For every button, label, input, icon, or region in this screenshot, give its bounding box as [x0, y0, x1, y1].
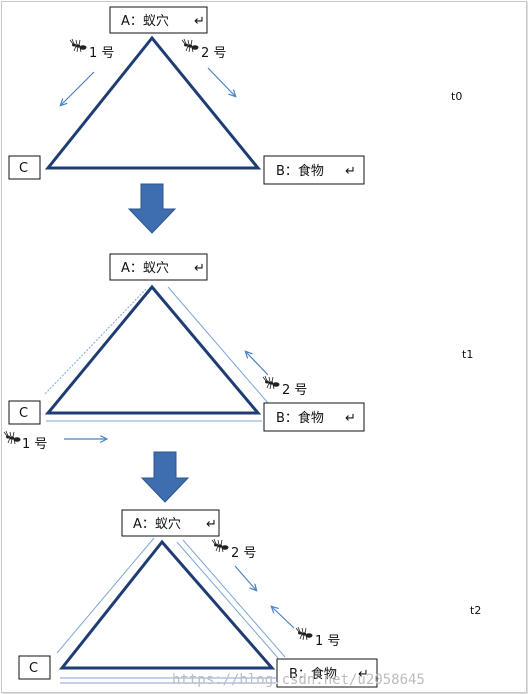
svg-text:↵: ↵: [358, 667, 369, 682]
svg-text:↵: ↵: [206, 517, 217, 532]
svg-text:↵: ↵: [194, 261, 205, 276]
route-triangle: [58, 539, 276, 670]
time-label: t0: [451, 90, 462, 103]
node-a-label: A：蚁穴: [121, 14, 169, 29]
ant-2-label: 2 号: [231, 546, 256, 561]
node-a: A：蚁穴 ↵: [121, 509, 220, 537]
ant-2-label: 2 号: [201, 46, 226, 61]
ant-2: 2 号: [181, 38, 235, 96]
pheromone-trail: [176, 541, 279, 659]
ant-1: 1 号: [61, 38, 114, 105]
node-c: C: [8, 155, 41, 180]
ant-icon: [69, 38, 87, 53]
time-label: t1: [462, 348, 473, 361]
ant-2-direction-arrow: [246, 352, 269, 376]
flow-arrow: [127, 183, 177, 234]
node-b-box: [263, 402, 365, 432]
node-c: C: [18, 655, 51, 680]
node-b: B：食物 ↵: [276, 658, 378, 688]
node-b: B：食物 ↵: [263, 155, 365, 185]
panel-t2: A：蚁穴 ↵ B：食物 ↵ C 2 号 1 号 t2: [18, 509, 481, 688]
node-a-box: [109, 253, 208, 281]
node-c-box: [8, 400, 41, 425]
node-c-label: C: [29, 661, 38, 676]
node-a: A：蚁穴 ↵: [109, 253, 208, 281]
pheromone-trail: [43, 288, 147, 396]
node-a-label: A：蚁穴: [121, 261, 169, 276]
ant-icon: [3, 430, 21, 445]
node-b-label: B：食物: [276, 163, 324, 179]
ant-1: 1 号: [3, 430, 106, 452]
route-triangle: [44, 35, 262, 170]
pheromone-trail: [56, 537, 155, 654]
node-b-label: B：食物: [289, 666, 337, 682]
ant-icon: [211, 538, 229, 553]
ant-1-direction-arrow: [61, 71, 95, 105]
node-a-label: A：蚁穴: [133, 517, 181, 532]
time-label: t2: [470, 604, 481, 617]
ant-2-direction-arrow: [207, 67, 235, 96]
ant-2: 2 号: [246, 352, 307, 398]
node-b-box: [276, 658, 378, 688]
ant-icon: [262, 375, 280, 390]
pheromone-trail: [182, 539, 286, 658]
node-a-box: [109, 6, 208, 34]
node-c-label: C: [19, 406, 28, 421]
watermark: https://blog.csdn.net/u2058645: [172, 672, 425, 688]
node-c-box: [18, 655, 51, 680]
ant-1: 1 号: [272, 607, 340, 649]
svg-text:↵: ↵: [194, 14, 205, 29]
flow-arrow: [140, 451, 190, 503]
ant-2: 2 号: [211, 538, 256, 590]
node-c-label: C: [19, 161, 28, 176]
ant-2-direction-arrow: [234, 565, 256, 590]
ant-icon: [181, 38, 199, 53]
ant-1-label: 1 号: [89, 46, 114, 61]
svg-text:↵: ↵: [345, 411, 356, 426]
node-a-box: [121, 509, 220, 537]
pheromone-trail: [167, 286, 269, 404]
ant-2-label: 2 号: [282, 383, 307, 398]
node-a: A：蚁穴 ↵: [109, 6, 208, 34]
node-c: C: [8, 400, 41, 425]
ant-1-label: 1 号: [22, 437, 47, 452]
node-c-box: [8, 155, 41, 180]
node-b-label: B：食物: [276, 410, 324, 426]
panel-t0: A：蚁穴 ↵ B：食物 ↵ C 1 号 2 号 t0: [8, 6, 462, 185]
ant-icon: [295, 626, 313, 641]
route-triangle: [44, 284, 262, 415]
ant-1-label: 1 号: [315, 634, 340, 649]
svg-text:↵: ↵: [345, 164, 356, 179]
panel-t1: A：蚁穴 ↵ B：食物 ↵ C 2 号 1 号 t1: [3, 253, 473, 452]
ant-1-direction-arrow: [272, 607, 295, 629]
node-b-box: [263, 155, 365, 185]
node-b: B：食物 ↵: [263, 402, 365, 432]
